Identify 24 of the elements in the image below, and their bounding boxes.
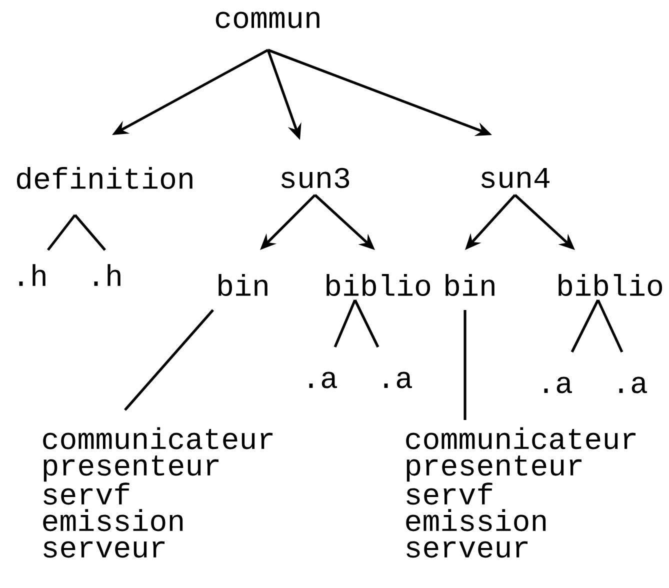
directory-label: biblio bbox=[558, 274, 662, 296]
tree-line bbox=[570, 299, 600, 353]
directory-label: .h bbox=[94, 264, 120, 286]
directory-label: sun3 bbox=[281, 168, 350, 188]
directory-label: definition bbox=[17, 166, 192, 190]
directory-label: bin bbox=[446, 274, 494, 296]
file-list: communicateur presenteur servf emission serveur bbox=[43, 427, 273, 558]
directory-label: .a bbox=[544, 376, 572, 394]
directory-label: biblio bbox=[326, 274, 430, 296]
tree-line bbox=[354, 299, 380, 348]
directory-label: .a bbox=[309, 372, 337, 388]
directory-label: bin bbox=[218, 274, 268, 296]
tree-line bbox=[464, 310, 466, 420]
tree-line bbox=[74, 214, 106, 251]
directory-label: .a bbox=[619, 376, 647, 394]
tree-line bbox=[46, 214, 76, 251]
directory-label: sun4 bbox=[481, 168, 550, 188]
directory-label: .a bbox=[384, 372, 412, 388]
file-list: communicateur presenteur servf emission serveur bbox=[406, 427, 636, 558]
directory-label: .h bbox=[19, 264, 46, 286]
tree-line bbox=[596, 299, 624, 353]
tree-line bbox=[334, 299, 356, 348]
tree-line bbox=[124, 309, 214, 411]
directory-label: commun bbox=[216, 12, 320, 28]
